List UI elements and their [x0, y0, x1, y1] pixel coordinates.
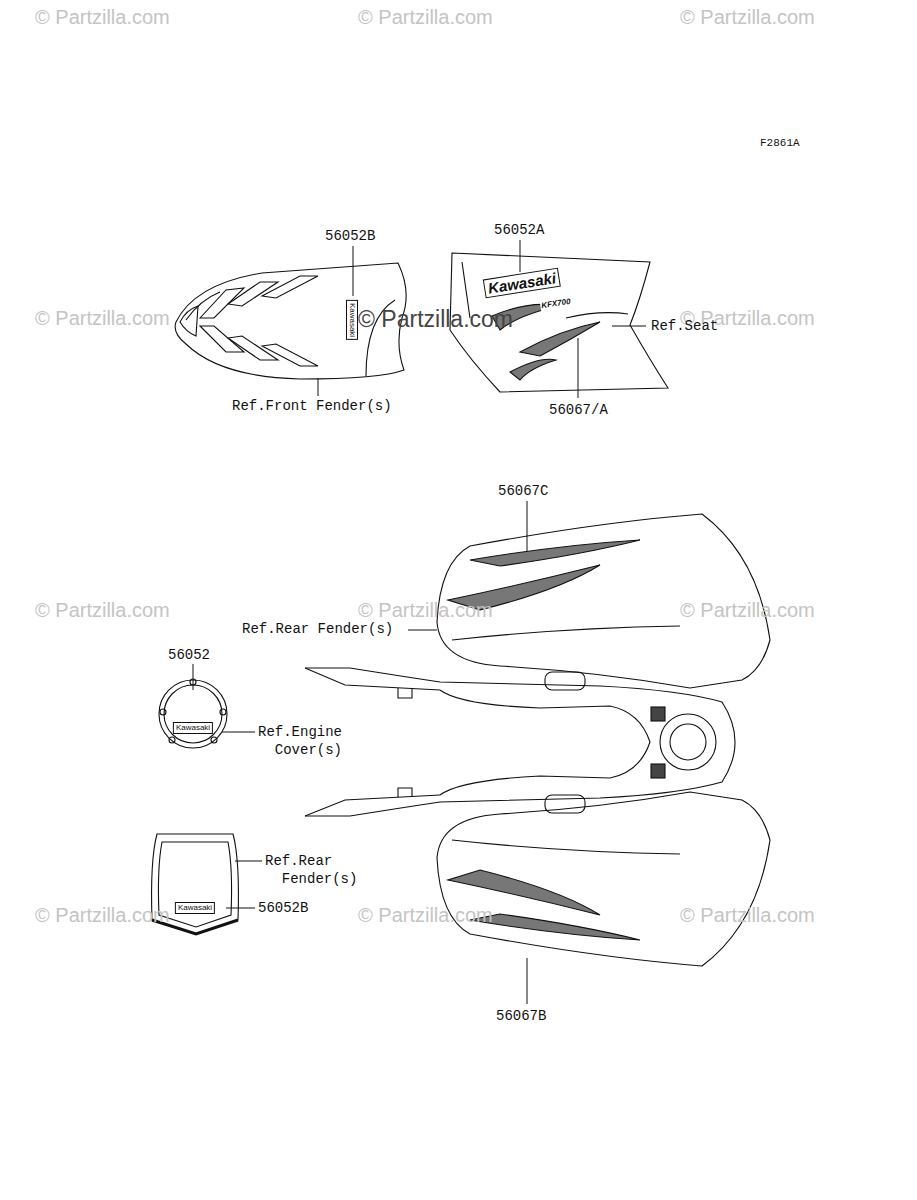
watermark: © Partzilla.com	[35, 903, 170, 927]
reference-label: Ref.Front Fender(s)	[232, 397, 392, 415]
figure-code: F2861A	[760, 136, 800, 150]
callout-number: 56067C	[498, 482, 548, 500]
reference-label: Ref.Rear Fender(s)	[242, 620, 393, 638]
callout-number: 56052B	[325, 227, 375, 245]
watermark: © Partzilla.com	[35, 5, 170, 29]
watermark: © Partzilla.com	[680, 903, 815, 927]
watermark: © Partzilla.com	[680, 5, 815, 29]
callout-number: 56067B	[496, 1007, 546, 1025]
decal-logo: Kawasaki	[173, 722, 213, 734]
watermark: © Partzilla.com	[680, 598, 815, 622]
watermark: © Partzilla.com	[358, 903, 493, 927]
reference-label: Ref.Rear Fender(s)	[265, 852, 383, 888]
watermark: © Partzilla.com	[35, 306, 170, 330]
callout-number: 56067/A	[549, 401, 608, 419]
reference-label: Ref.Engine Cover(s)	[258, 723, 376, 759]
decal-logo: Kawasaki	[483, 268, 561, 299]
watermark: © Partzilla.com	[358, 598, 493, 622]
decal-logo: Kawasaki	[346, 300, 358, 340]
watermark: © Partzilla.com	[358, 306, 513, 332]
reference-label: Ref.Seat	[651, 317, 718, 335]
watermark: © Partzilla.com	[358, 5, 493, 29]
decal-logo: Kawasaki	[175, 902, 215, 914]
rear-fender	[305, 514, 770, 966]
watermark: © Partzilla.com	[35, 598, 170, 622]
callout-number: 56052A	[494, 221, 544, 239]
callout-number: 56052B	[258, 899, 308, 917]
decal-model: KFX700	[540, 297, 573, 312]
leader-lines	[193, 240, 646, 1004]
callout-number: 56052	[168, 646, 210, 664]
